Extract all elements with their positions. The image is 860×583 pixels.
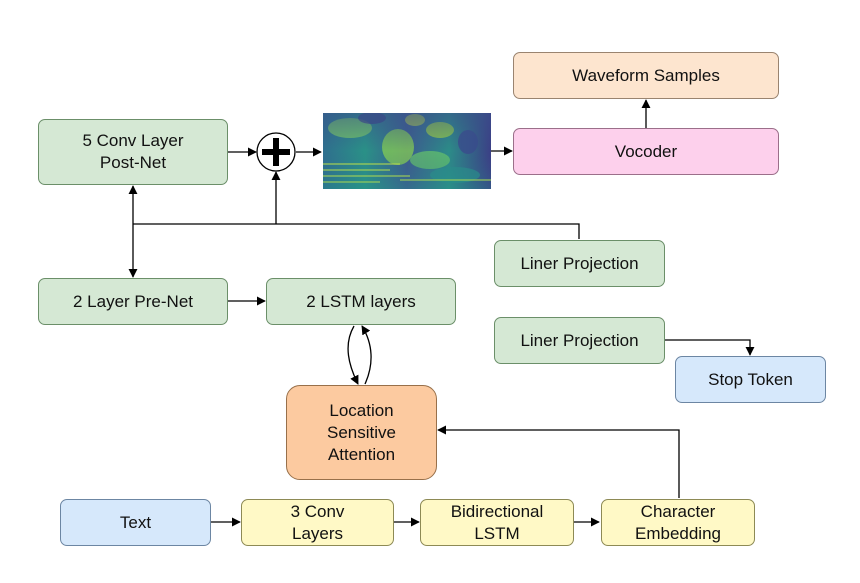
waveform-label: Waveform Samples: [572, 65, 720, 85]
edge-embedding-to-attention: [437, 425, 680, 498]
waveform-node: Waveform Samples: [513, 52, 779, 99]
char-embedding-label-line1: Character: [640, 501, 716, 521]
liner-projection-label-1: Liner Projection: [520, 253, 639, 273]
bilstm-label-line2: LSTM: [474, 523, 520, 543]
text-node: Text: [60, 499, 211, 546]
char-embedding-node: Character Embedding: [601, 499, 755, 546]
plus-circle-icon: [256, 132, 296, 172]
conv3-label-line1: 3 Conv: [290, 501, 345, 521]
bilstm-node: Bidirectional LSTM: [420, 499, 574, 546]
prenet-node: 2 Layer Pre-Net: [38, 278, 228, 325]
attention-label-line2: Sensitive: [327, 422, 396, 442]
edges: [128, 99, 755, 527]
prenet-label: 2 Layer Pre-Net: [73, 291, 193, 311]
lstm-node: 2 LSTM layers: [266, 278, 456, 325]
attention-node: Location Sensitive Attention: [286, 385, 437, 480]
lstm-label: 2 LSTM layers: [306, 291, 416, 311]
conv3-label-line2: Layers: [291, 523, 344, 543]
bilstm-label-line1: Bidirectional: [450, 501, 544, 521]
conv3-node: 3 Conv Layers: [241, 499, 394, 546]
attention-label-line1: Location: [329, 400, 394, 420]
postnet-label-line2: Post-Net: [99, 153, 167, 172]
liner-projection-label-2: Liner Projection: [520, 330, 639, 350]
postnet-label-line1: 5 Conv Layer: [82, 131, 184, 150]
liner-projection-node-2: Liner Projection: [494, 317, 665, 364]
vocoder-label: Vocoder: [614, 141, 678, 161]
edge-lstm-to-attention: [347, 325, 359, 385]
edge-linproj-to-junction: [133, 223, 580, 239]
stop-token-label: Stop Token: [708, 369, 793, 389]
postnet-node: 5 Conv Layer Post-Net: [38, 119, 228, 185]
text-label: Text: [119, 512, 152, 532]
attention-label-line3: Attention: [327, 444, 396, 464]
liner-projection-node-1: Liner Projection: [494, 240, 665, 287]
edge-attention-to-lstm: [361, 325, 372, 385]
stop-token-node: Stop Token: [675, 356, 826, 403]
mel-spectrogram-image: [323, 113, 491, 189]
edge-linproj2-to-stoptoken: [665, 339, 755, 356]
char-embedding-label-line2: Embedding: [634, 523, 721, 543]
vocoder-node: Vocoder: [513, 128, 779, 175]
